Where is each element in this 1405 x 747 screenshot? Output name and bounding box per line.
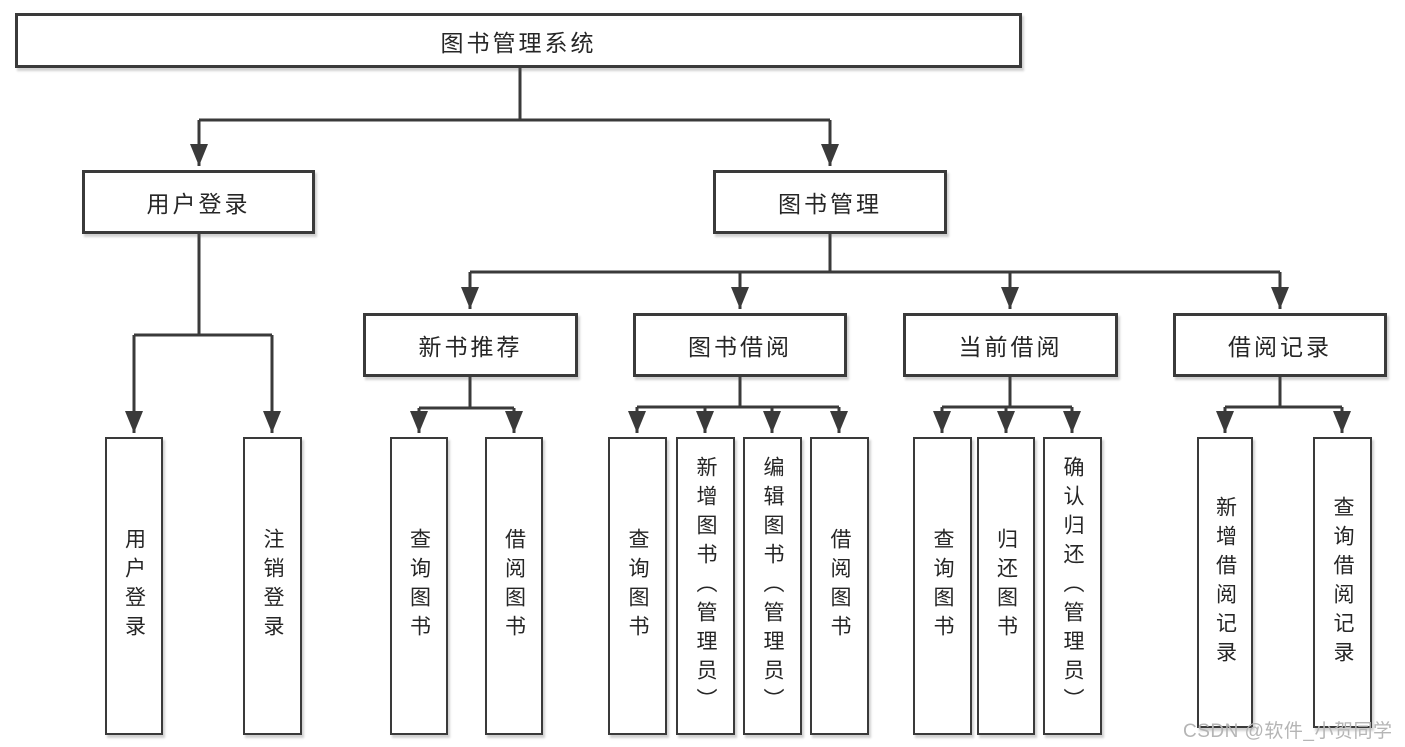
leaf-query-books-current-label: 查询图书 <box>931 528 954 644</box>
node-book-borrow-label: 图书借阅 <box>688 334 792 360</box>
leaf-query-books-recommend-label: 查询图书 <box>407 528 431 644</box>
leaf-query-borrow-record: 查询借阅记录 <box>1313 437 1372 728</box>
leaf-query-books-borrow-label: 查询图书 <box>626 528 649 644</box>
leaf-return-books: 归还图书 <box>977 437 1035 735</box>
leaf-query-books-current: 查询图书 <box>913 437 972 735</box>
node-current-borrow: 当前借阅 <box>903 313 1118 377</box>
leaf-add-books-admin-label: 新增图书（管理员） <box>694 455 717 717</box>
leaf-user-login: 用户登录 <box>105 437 163 735</box>
node-root: 图书管理系统 <box>15 13 1022 68</box>
node-book-borrow: 图书借阅 <box>633 313 847 377</box>
node-current-borrow-label: 当前借阅 <box>958 334 1063 360</box>
node-book-management-label: 图书管理 <box>778 191 882 217</box>
leaf-edit-books-admin: 编辑图书（管理员） <box>743 437 802 735</box>
leaf-query-books-recommend: 查询图书 <box>390 437 448 735</box>
leaf-query-borrow-record-label: 查询借阅记录 <box>1331 495 1354 670</box>
node-book-management: 图书管理 <box>713 170 947 234</box>
leaf-confirm-return-admin: 确认归还（管理员） <box>1043 437 1102 735</box>
leaf-logout-label: 注销登录 <box>261 528 284 644</box>
leaf-add-borrow-record-label: 新增借阅记录 <box>1213 495 1237 670</box>
connector-user-login <box>134 232 272 337</box>
node-new-book-recommend-label: 新书推荐 <box>418 334 523 360</box>
leaf-borrow-books: 借阅图书 <box>810 437 869 735</box>
leaf-borrow-books-label: 借阅图书 <box>828 528 851 644</box>
connector-root <box>199 66 830 122</box>
leaf-logout: 注销登录 <box>243 437 302 735</box>
leaf-confirm-return-admin-label: 确认归还（管理员） <box>1061 455 1084 717</box>
leaf-borrow-books-recommend-label: 借阅图书 <box>502 528 526 644</box>
node-root-label: 图书管理系统 <box>440 29 597 56</box>
leaf-add-borrow-record: 新增借阅记录 <box>1197 437 1253 728</box>
leaf-edit-books-admin-label: 编辑图书（管理员） <box>761 455 784 717</box>
node-borrow-records: 借阅记录 <box>1173 313 1387 377</box>
leaf-borrow-books-recommend: 借阅图书 <box>485 437 543 735</box>
leaf-return-books-label: 归还图书 <box>994 528 1018 644</box>
connector-book-borrow <box>637 375 839 409</box>
connector-current-borrow <box>942 375 1072 409</box>
connector-borrow-records <box>1225 375 1342 409</box>
leaf-add-books-admin: 新增图书（管理员） <box>676 437 735 735</box>
leaf-user-login-label: 用户登录 <box>122 528 146 644</box>
csdn-watermark: CSDN @软件_小贺同学 <box>1183 721 1393 742</box>
leaf-query-books-borrow: 查询图书 <box>608 437 667 735</box>
node-user-login: 用户登录 <box>82 170 315 234</box>
node-user-login-label: 用户登录 <box>146 191 251 217</box>
connector-book-mgmt <box>470 232 1280 274</box>
node-borrow-records-label: 借阅记录 <box>1228 334 1332 360</box>
connector-new-books <box>419 375 514 410</box>
node-new-book-recommend: 新书推荐 <box>363 313 578 377</box>
